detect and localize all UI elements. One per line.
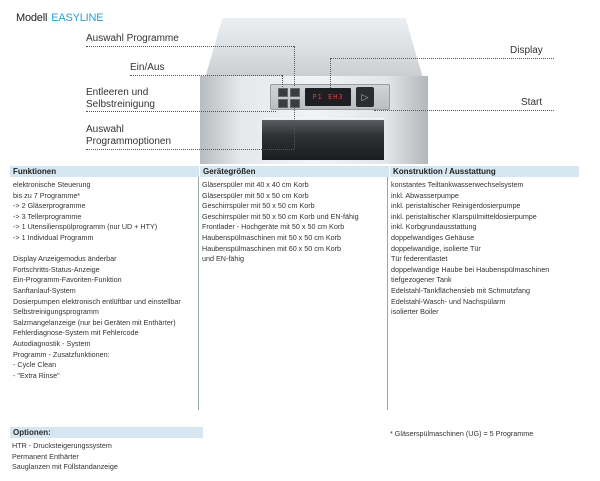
leader-start — [374, 110, 554, 111]
footnote: * Gläserspülmaschinen (UG) = 5 Programme — [390, 429, 534, 438]
list-item: Sauglanzen mit Füllstandanzeige — [12, 462, 118, 472]
callout-options: Auswahl Programmoptionen — [86, 124, 171, 148]
callout-options-line1: Auswahl — [86, 124, 124, 135]
machine-door — [262, 120, 384, 160]
list-item: Geschirrspüler mit 50 x 50 cm Korb und E… — [202, 211, 359, 221]
list-item: - Cycle Clean — [13, 360, 57, 370]
leader-display-v — [330, 58, 331, 88]
list-item: HTR - Drucksteigerungssystem — [12, 441, 112, 450]
list-item: tiefgezogener Tank — [391, 275, 452, 285]
leader-display — [330, 58, 554, 59]
list-item: doppelwandige, isolierte Tür — [391, 243, 481, 253]
list-item: doppelwandiges Gehäuse — [391, 232, 475, 242]
leader-onoff-v — [282, 75, 283, 87]
list-item: - "Extra Rinse" — [13, 370, 60, 380]
callout-onoff: Ein/Aus — [130, 62, 165, 73]
list-item: Sanftanlauf-System — [13, 285, 76, 295]
list-item: Permanent Enthärter — [12, 451, 79, 461]
list-item: Tür federentlastet — [391, 254, 448, 264]
list-item: doppelwandige Haube bei Haubenspülmaschi… — [391, 264, 550, 274]
callout-start: Start — [521, 97, 543, 108]
list-item: Frontlader - Hochgeräte mit 50 x 50 cm K… — [202, 222, 345, 232]
list-item: Fortschritts-Status-Anzeige — [13, 264, 100, 274]
list-item: elektronische Steuerung — [13, 180, 91, 189]
leader-drain — [86, 111, 276, 112]
list-item: inkl. Korbgrundausstattung — [391, 222, 477, 232]
list-konstruktion: konstantes Teiltankwasserwechselsystem i… — [391, 180, 549, 318]
callout-display: Display — [510, 45, 543, 56]
list-item: Programm - Zusatzfunktionen: — [13, 349, 110, 359]
list-optionen: HTR - Drucksteigerungssystem Permanent E… — [12, 441, 118, 473]
callout-drain-line1: Entleeren und — [86, 87, 149, 98]
list-item: Dosierpumpen elektronisch entlüftbar und… — [13, 296, 181, 306]
list-item: Ein-Programm-Favoriten-Funktion — [13, 275, 122, 285]
leader-programme — [86, 46, 294, 47]
list-item: Edelstahl-Tankflächensieb mit Schmutzfan… — [391, 285, 531, 295]
list-item: -> 1 Utensilienspülprogramm (nur UD + HT… — [13, 222, 158, 232]
list-item: Autodiagnostik - System — [13, 338, 91, 348]
list-item: -> 2 Gläserprogramme — [13, 201, 86, 211]
header-geraetegroessen: Gerätegrößen — [200, 166, 389, 177]
list-item: Display Anzeigemodus änderbar — [13, 254, 117, 264]
header-optionen: Optionen: — [10, 427, 203, 438]
list-item: bis zu 7 Programme* — [13, 190, 81, 200]
list-item: Gläserspüler mit 40 x 40 cm Korb — [202, 180, 309, 189]
leader-programme-v — [294, 46, 295, 86]
list-item: konstantes Teiltankwasserwechselsystem — [391, 180, 524, 189]
programme-select-button[interactable] — [278, 88, 288, 97]
leader-options — [86, 149, 294, 150]
leader-options-v — [294, 108, 295, 149]
header-funktionen: Funktionen — [10, 166, 199, 177]
list-item: Edelstahl-Wasch- und Nachspülarm — [391, 296, 506, 306]
callout-drain: Entleeren und Selbstreinigung — [86, 87, 155, 111]
list-item: Fehlerdiagnose-System mit Fehlercode — [13, 328, 139, 338]
model-label: Modell — [16, 12, 48, 24]
leader-onoff — [130, 75, 282, 76]
list-spacer — [13, 244, 181, 255]
list-item: -> 1 Individual Programm — [13, 232, 94, 242]
machine-display: P1 EH3 — [305, 88, 351, 106]
list-item: und EN-fähig — [202, 254, 244, 264]
list-item: Haubenspülmaschinen mit 50 x 50 cm Korb — [202, 232, 342, 242]
list-item: inkl. peristaltischer Klarspülmitteldosi… — [391, 211, 537, 221]
column-divider-1 — [198, 177, 199, 410]
callout-programme: Auswahl Programme — [86, 33, 179, 44]
start-button[interactable]: ▷ — [356, 87, 374, 107]
callout-options-line2: Programmoptionen — [86, 136, 172, 147]
list-item: Geschirrspüler mit 50 x 50 cm Korb — [202, 201, 315, 211]
list-item: Salzmangelanzeige (nur bei Geräten mit E… — [13, 317, 176, 327]
list-item: inkl. peristaltischer Reinigerdosierpump… — [391, 201, 521, 211]
brand-name: EASYLINE — [51, 12, 104, 24]
options-button[interactable] — [290, 99, 300, 108]
machine-hood — [205, 18, 423, 78]
list-item: Gläserspüler mit 50 x 50 cm Korb — [202, 190, 309, 200]
list-item: inkl. Abwasserpumpe — [391, 190, 459, 200]
callout-drain-line2: Selbstreinigung — [86, 99, 155, 110]
power-button[interactable] — [290, 88, 300, 97]
header-konstruktion: Konstruktion / Ausstattung — [390, 166, 579, 177]
list-item: -> 3 Tellerprogramme — [13, 211, 82, 221]
column-divider-2 — [387, 177, 388, 410]
list-item: Selbstreinigungsprogramm — [13, 307, 99, 317]
list-item: Haubenspülmaschinen mit 60 x 50 cm Korb — [202, 243, 342, 253]
list-geraetegroessen: Gläserspüler mit 40 x 40 cm Korb Gläsers… — [202, 180, 359, 265]
list-funktionen: elektronische Steuerung bis zu 7 Program… — [13, 180, 181, 381]
list-item: isolierter Boiler — [391, 307, 439, 317]
drain-button[interactable] — [278, 99, 288, 108]
